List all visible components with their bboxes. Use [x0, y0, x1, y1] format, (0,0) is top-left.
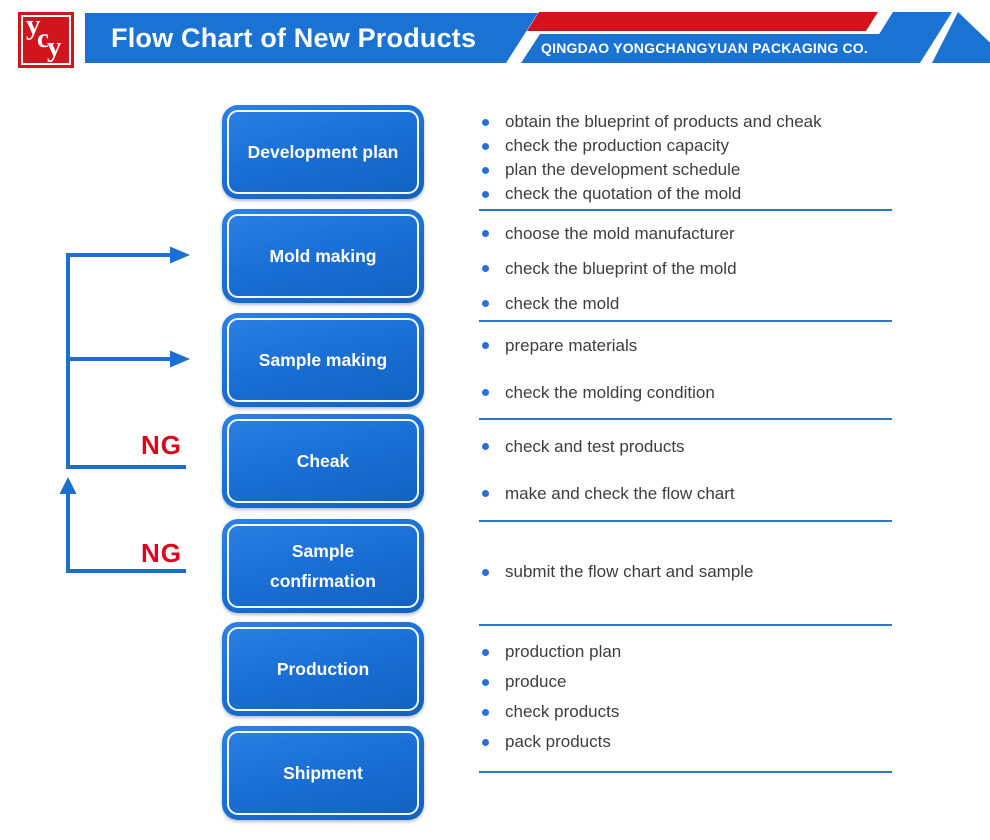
right-arrowhead	[170, 350, 190, 368]
task-item: check the blueprint of the mold	[482, 251, 900, 286]
stage-label: Production	[276, 659, 370, 679]
stage-box-sample-making: Sample making	[222, 313, 424, 407]
task-list-sample-confirmation: submit the flow chart and sample	[482, 557, 900, 587]
stage-label: Sample making	[258, 350, 388, 370]
task-list-cheak: check and test products make and check t…	[482, 423, 900, 517]
ng-label-cheak: NG	[141, 430, 182, 460]
task-item: choose the mold manufacturer	[482, 216, 900, 251]
ng-label-sample-confirmation: NG	[141, 538, 182, 568]
section-divider	[479, 320, 892, 322]
stage-label: Mold making	[269, 246, 377, 266]
task-item: check products	[482, 697, 900, 727]
task-item: check and test products	[482, 423, 900, 470]
section-divider	[479, 209, 892, 211]
logo-letter: c	[37, 23, 49, 53]
page-title: Flow Chart of New Products	[111, 23, 477, 53]
task-item: check the molding condition	[482, 369, 900, 416]
task-item: prepare materials	[482, 322, 900, 369]
stage-label: Development plan	[247, 142, 399, 162]
stage-label: Cheak	[296, 451, 350, 471]
task-item: produce	[482, 667, 900, 697]
task-item: plan the development schedule	[482, 158, 900, 182]
section-divider	[479, 418, 892, 420]
company-logo: y c y	[18, 9, 74, 68]
title-banner: Flow Chart of New Products	[85, 13, 538, 63]
stage-box-shipment: Shipment	[222, 726, 424, 820]
task-list-production: production plan produce check products p…	[482, 637, 900, 757]
task-item: check the quotation of the mold	[482, 182, 900, 206]
stage-box-production: Production	[222, 622, 424, 716]
stage-box-cheak: Cheak	[222, 414, 424, 508]
stage-box-development-plan: Development plan	[222, 105, 424, 199]
logo-letter: y	[47, 31, 62, 63]
section-divider	[479, 771, 892, 773]
task-item: production plan	[482, 637, 900, 667]
task-item: submit the flow chart and sample	[482, 557, 900, 587]
task-list-development-plan: obtain the blueprint of products and che…	[482, 110, 900, 206]
task-item: check the mold	[482, 286, 900, 321]
red-stripe-decoration	[527, 12, 878, 31]
company-name-banner: QINGDAO YONGCHANGYUAN PACKAGING CO., LTD	[521, 34, 907, 63]
task-list-mold-making: choose the mold manufacturer check the b…	[482, 216, 900, 321]
up-arrowhead	[59, 477, 77, 494]
stage-label: Sample confirmation	[270, 541, 376, 591]
task-item: make and check the flow chart	[482, 470, 900, 517]
task-list-sample-making: prepare materials check the molding cond…	[482, 322, 900, 416]
stage-box-sample-confirmation: Sample confirmation	[222, 519, 424, 613]
task-item: check the production capacity	[482, 134, 900, 158]
task-item: pack products	[482, 727, 900, 757]
stage-label: Shipment	[283, 763, 363, 783]
section-divider	[479, 624, 892, 626]
stage-box-mold-making: Mold making	[222, 209, 424, 303]
section-divider	[479, 520, 892, 522]
right-arrowhead	[170, 246, 190, 264]
task-item: obtain the blueprint of products and che…	[482, 110, 900, 134]
logo-letter: y	[26, 9, 41, 41]
